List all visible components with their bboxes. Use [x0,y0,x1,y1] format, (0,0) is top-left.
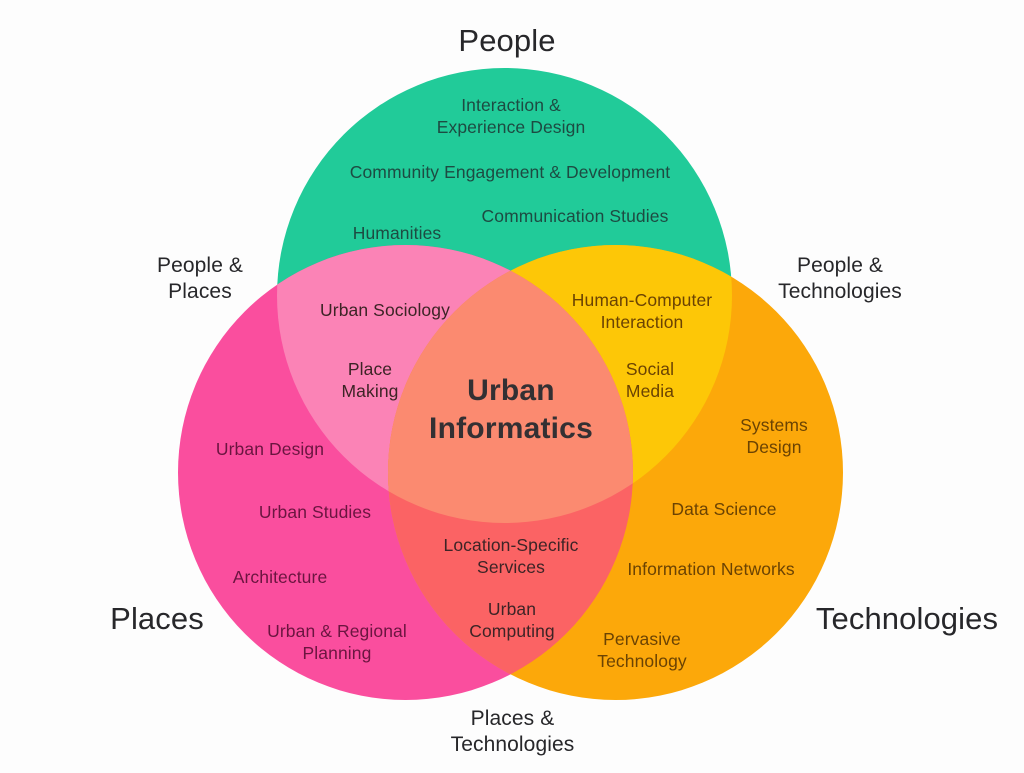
item-location-specific-services: Location-Specific Services [443,535,579,578]
item-systems-design: Systems Design [740,415,808,458]
outer-label-people: People [458,23,556,58]
overlap-all-three [388,245,633,523]
item-human-computer-interaction: Human-Computer Interaction [571,290,713,333]
center-label-urban-informatics: Urban Informatics [429,374,593,445]
item-urban-design: Urban Design [215,439,325,459]
outer-label-technologies: Technologies [815,601,999,636]
item-data-science: Data Science [671,499,777,519]
item-urban-computing: Urban Computing [469,599,555,642]
item-pervasive-technology: Pervasive Technology [597,629,687,672]
item-urban-studies: Urban Studies [258,502,372,522]
item-urban-sociology: Urban Sociology [320,300,450,320]
item-place-making: Place Making [341,359,399,402]
outer-label-places: Places [110,601,204,636]
item-communication-studies: Communication Studies [481,206,669,226]
outer-label-people-technologies: People & Technologies [778,254,902,303]
item-humanities: Humanities [352,223,442,243]
item-information-networks: Information Networks [627,559,795,579]
item-community-engagement-development: Community Engagement & Development [349,162,671,182]
item-social-media: Social Media [625,359,675,402]
outer-label-places-technologies: Places & Technologies [450,707,575,756]
outer-label-people-places: People & Places [156,254,244,303]
item-interaction-experience-design: Interaction & Experience Design [436,95,586,138]
item-architecture: Architecture [232,567,328,587]
item-urban-regional-planning: Urban & Regional Planning [267,621,407,664]
